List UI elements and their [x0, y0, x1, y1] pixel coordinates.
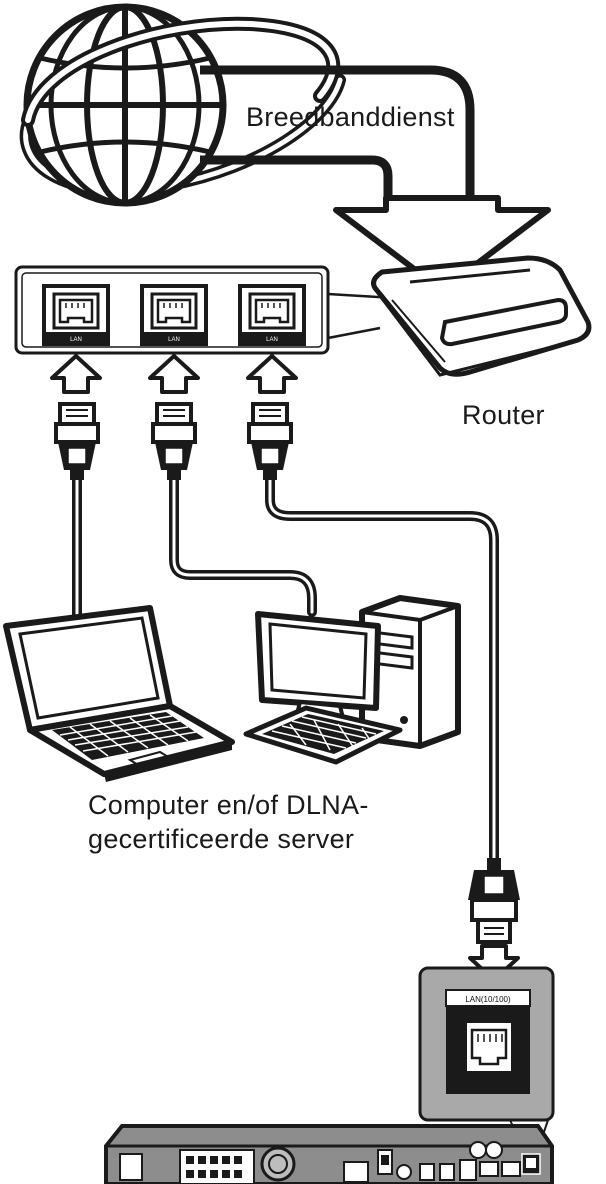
lan-port-label: LAN	[266, 337, 278, 343]
lan-port-2: LAN	[140, 284, 208, 346]
ethernet-plug-icon	[151, 402, 197, 480]
ethernet-plug-icon	[54, 402, 100, 480]
lan-port-1: LAN	[42, 284, 110, 346]
router-device	[327, 255, 592, 377]
laptop-icon	[3, 605, 235, 782]
down-arrow-icon	[333, 195, 551, 293]
broadband-label: Breedbanddienst	[246, 102, 455, 132]
up-arrow-icon	[50, 354, 102, 394]
ethernet-plug-icon	[468, 858, 520, 944]
lan-port-3: LAN	[238, 284, 306, 346]
router-label: Router	[462, 400, 545, 430]
up-arrow-icon	[148, 354, 200, 394]
ethernet-cables	[72, 473, 499, 875]
player-lan-port-label: LAN(10/100)	[465, 995, 511, 1004]
up-arrow-icon	[246, 354, 298, 394]
player-lan-panel: LAN(10/100)	[418, 966, 555, 1151]
lan-port-icon	[465, 1021, 513, 1073]
computer-server-label: Computer en/of DLNA- gecertificeerde ser…	[88, 788, 369, 856]
lan-port-label: LAN	[70, 337, 82, 343]
ethernet-plug-icon	[247, 402, 293, 480]
player-rear-panel	[104, 1124, 554, 1184]
desktop-computer-icon	[243, 595, 461, 765]
broadband-connection-lines	[200, 65, 475, 210]
globe-icon	[19, 3, 346, 207]
lan-port-label: LAN	[168, 337, 180, 343]
computer-label-line-2: gecertificeerde server	[88, 824, 355, 854]
computer-label-line-1: Computer en/of DLNA-	[88, 790, 369, 820]
